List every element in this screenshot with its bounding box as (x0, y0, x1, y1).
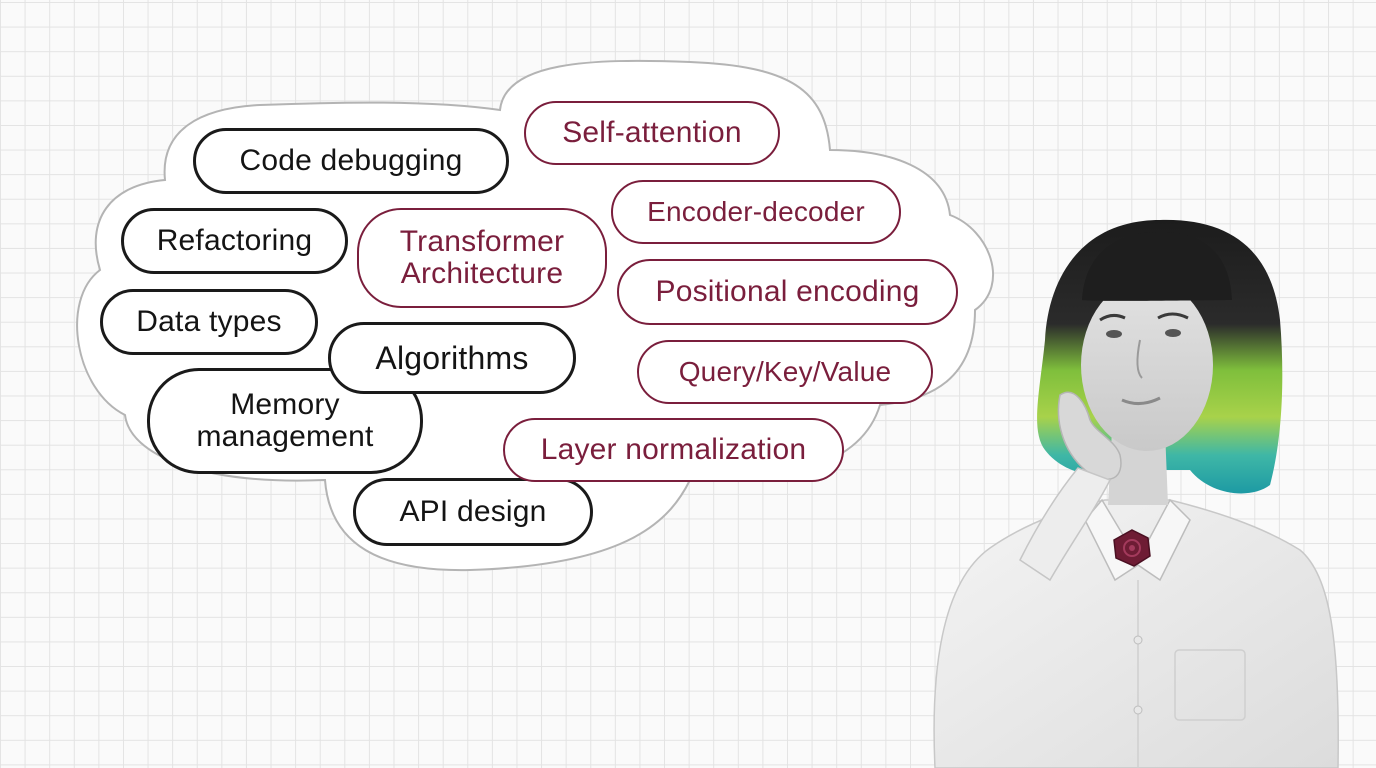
hair-bangs (1082, 232, 1232, 301)
forearm (1019, 467, 1112, 582)
shirt-button (1133, 635, 1143, 645)
tag-api-design: API design (353, 478, 593, 546)
left-eyebrow (1099, 313, 1126, 322)
tag-self-attention: Self-attention (524, 101, 780, 165)
rose-brooch-icon (1113, 529, 1151, 567)
left-eye (1106, 330, 1122, 338)
tag-code-debugging: Code debugging (193, 128, 509, 194)
tag-layer-normalization: Layer normalization (503, 418, 844, 482)
tag-refactoring: Refactoring (121, 208, 348, 274)
tag-query-key-value: Query/Key/Value (637, 340, 933, 404)
tag-encoder-decoder: Encoder-decoder (611, 180, 901, 244)
right-eyebrow (1157, 312, 1189, 320)
tag-data-types: Data types (100, 289, 318, 355)
right-eye (1165, 329, 1181, 337)
tag-transformer-architecture: Transformer Architecture (357, 208, 607, 308)
shirt-pocket (1174, 649, 1246, 721)
mouth (1121, 396, 1161, 405)
hand (1057, 391, 1122, 480)
nose (1136, 339, 1143, 379)
tag-algorithms: Algorithms (328, 322, 576, 394)
tag-positional-encoding: Positional encoding (617, 259, 958, 325)
shirt-button (1133, 705, 1143, 715)
face (1081, 279, 1213, 451)
